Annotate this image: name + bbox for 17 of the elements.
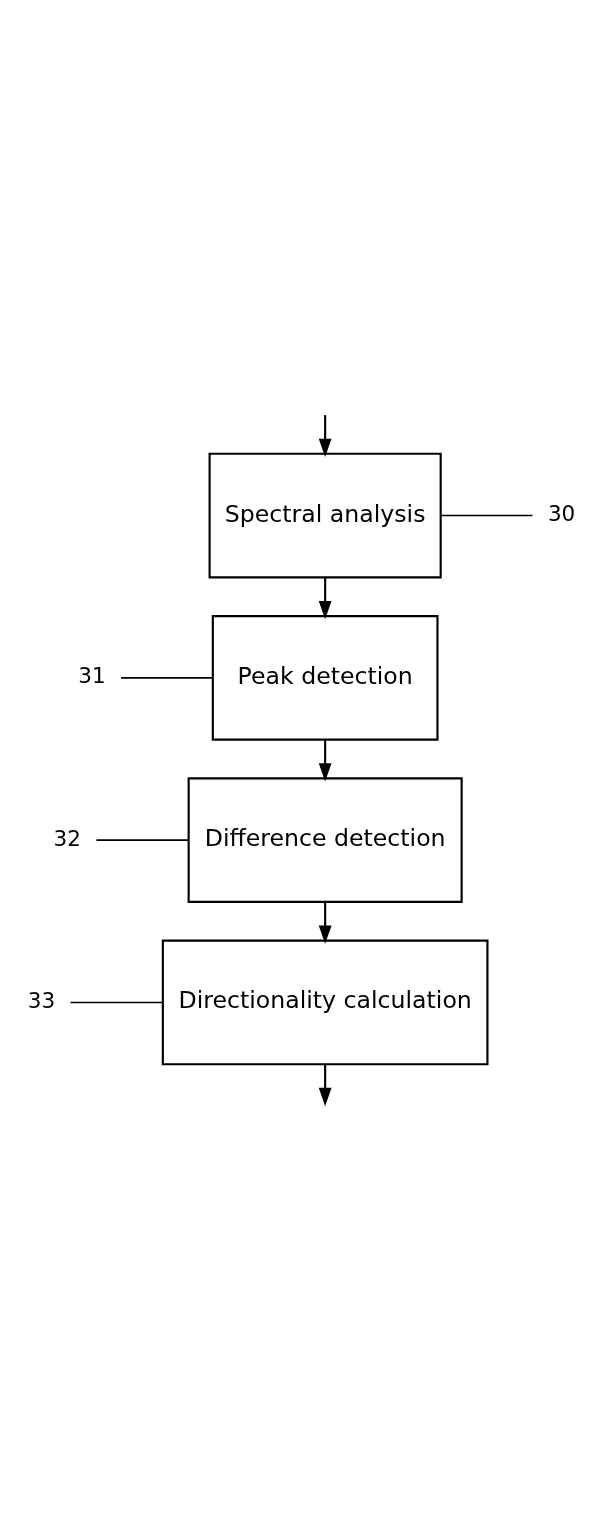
node-box: Spectral analysis <box>208 452 442 579</box>
arrow <box>318 739 332 782</box>
node-box: Peak detection <box>211 615 439 741</box>
connector <box>95 839 190 841</box>
node-text: 32 <box>53 825 81 851</box>
node-box: Difference detection <box>187 777 463 903</box>
node-text: 30 <box>547 500 576 526</box>
arrow <box>318 1064 332 1107</box>
connector <box>120 677 214 679</box>
node-text: 31 <box>78 663 106 689</box>
arrow <box>318 577 332 620</box>
node-text: 33 <box>27 987 56 1013</box>
arrow <box>318 415 332 457</box>
connector <box>440 514 534 517</box>
node-box: Directionality calculation <box>161 939 489 1066</box>
arrow <box>318 902 332 944</box>
connector <box>69 1001 164 1004</box>
